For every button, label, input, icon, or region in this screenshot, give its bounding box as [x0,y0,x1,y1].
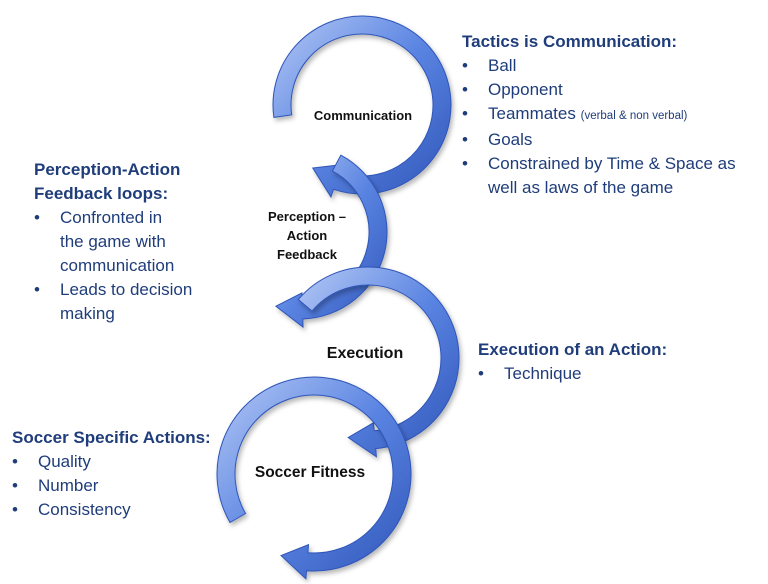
execution-arrow [297,266,460,458]
soccer-fitness-arrow [216,376,412,580]
perception-block: Perception-Action Feedback loops: Confro… [34,158,234,326]
list-item: Teammates (verbal & non verbal) [462,102,762,128]
list-item: Quality [12,450,252,474]
list-item: Constrained by Time & Space as well as la… [462,152,762,200]
teammates-text: Teammates [488,104,576,123]
constrained-line1: Constrained by Time & Space as [488,154,736,173]
soccer-fitness-label: Soccer Fitness [254,464,366,481]
soccer-heading: Soccer Specific Actions: [12,428,211,447]
item1-line3: communication [60,256,175,275]
execution-block: Execution of an Action: Technique [478,338,718,386]
teammates-note: (verbal & non verbal) [580,110,688,122]
item1-line1: Confronted in [60,208,163,227]
execution-list: Technique [478,362,718,386]
list-item: Leads to decision making [34,278,234,326]
list-item: Number [12,474,252,498]
item1-line2: the game with [60,232,166,251]
perception-label-line1: Perception – [267,209,347,224]
execution-label: Execution [326,345,404,362]
communication-label: Communication [313,108,413,123]
item2-line2: making [60,304,115,323]
tactics-heading: Tactics is Communication: [462,32,678,51]
soccer-block: Soccer Specific Actions: Quality Number … [12,426,252,522]
perception-label-line3: Feedback [277,247,337,262]
perception-heading-line1: Perception-Action [34,160,181,179]
item2-line1: Leads to decision [60,280,193,299]
list-item: Ball [462,54,762,78]
list-item: Opponent [462,78,762,102]
soccer-list: Quality Number Consistency [12,450,252,522]
perception-heading: Perception-Action Feedback loops: [34,158,234,206]
perception-label-line2: Action [286,228,328,243]
list-item: Technique [478,362,718,386]
constrained-line2: well as laws of the game [488,178,674,197]
execution-heading: Execution of an Action: [478,340,668,359]
tactics-list: Ball Opponent Teammates (verbal & non ve… [462,54,762,200]
list-item: Consistency [12,498,252,522]
perception-heading-line2: Feedback loops: [34,184,169,203]
list-item: Confronted in the game with communication [34,206,234,278]
communication-arrow [272,15,452,199]
tactics-block: Tactics is Communication: Ball Opponent … [462,30,762,200]
list-item: Goals [462,128,762,152]
perception-action-feedback-label: Perception – Action Feedback [252,207,362,264]
